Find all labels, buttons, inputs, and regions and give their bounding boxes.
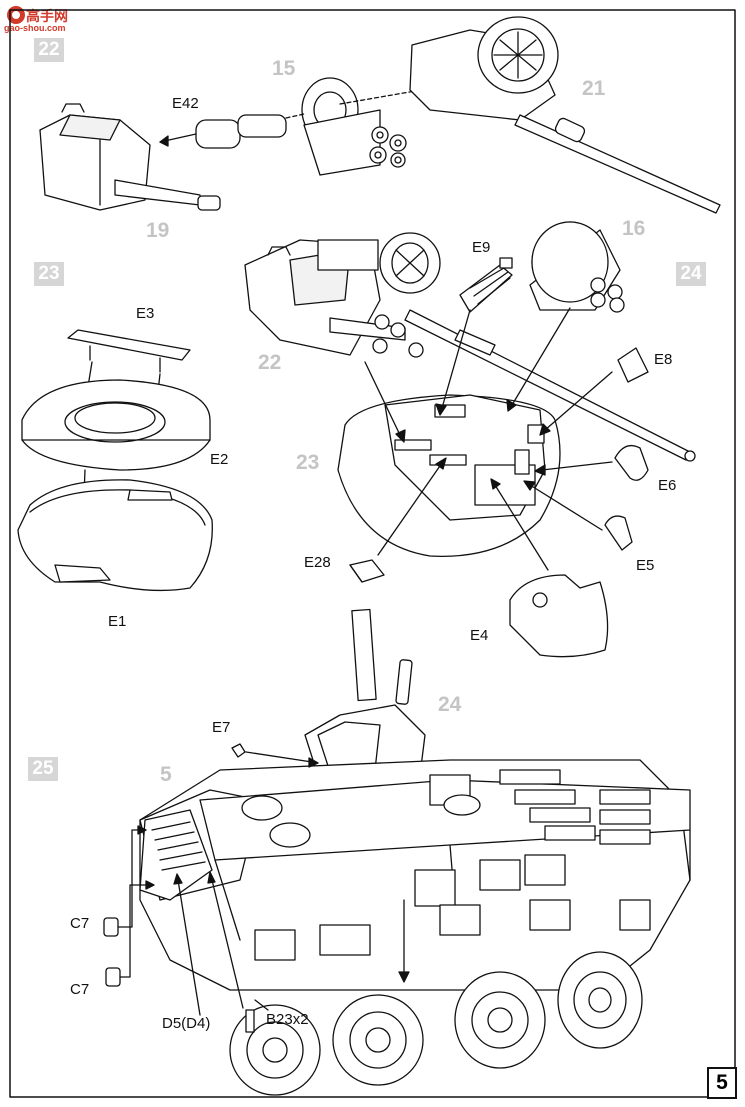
watermark-title: 高手网 xyxy=(26,8,68,24)
label-e5: E5 xyxy=(636,557,655,574)
label-d5-d4: D5(D4) xyxy=(162,1015,211,1032)
sight-e9 xyxy=(459,257,513,313)
step-number-25: 25 xyxy=(28,757,58,781)
turret-21 xyxy=(409,16,721,214)
label-e42: E42 xyxy=(172,95,199,112)
label-e9: E9 xyxy=(472,239,491,256)
part-e5 xyxy=(604,515,633,551)
part-c7-upper xyxy=(103,825,147,937)
step-number-23: 23 xyxy=(34,262,64,286)
ref-15: 15 xyxy=(272,57,296,80)
mantlet-15 xyxy=(301,77,407,176)
label-e8: E8 xyxy=(654,351,673,368)
ref-5: 5 xyxy=(160,763,172,786)
ref-24: 24 xyxy=(438,693,462,716)
ref-19: 19 xyxy=(146,219,170,242)
page-number: 5 xyxy=(707,1067,737,1099)
step-number-24: 24 xyxy=(676,262,706,286)
ref-22: 22 xyxy=(258,351,282,374)
part-e28 xyxy=(349,559,385,583)
part-e4 xyxy=(509,574,609,658)
barrel-e42 xyxy=(159,114,287,149)
part-e7 xyxy=(231,743,246,758)
turret-ring-e2 xyxy=(21,379,211,471)
label-e7: E7 xyxy=(212,719,231,736)
label-e3: E3 xyxy=(136,305,155,322)
ref-23: 23 xyxy=(296,451,320,474)
page-border xyxy=(9,9,736,1098)
mantlet-16 xyxy=(529,221,625,313)
ref-21: 21 xyxy=(582,77,606,100)
watermark-url: gao-shou.com xyxy=(4,23,66,33)
label-e2: E2 xyxy=(210,451,229,468)
hull-vehicle xyxy=(139,608,691,1096)
label-c7-upper: C7 xyxy=(70,915,90,932)
turret-hull-23 xyxy=(337,394,561,558)
step-number-22: 22 xyxy=(34,38,64,62)
part-c7-lower xyxy=(105,880,155,987)
label-e4: E4 xyxy=(470,627,489,644)
turret-assembly-22 xyxy=(244,232,696,462)
hatch-e3 xyxy=(67,329,191,373)
label-e28: E28 xyxy=(304,554,331,571)
label-b23x2: B23x2 xyxy=(266,1011,309,1028)
ref-16: 16 xyxy=(622,217,646,240)
label-e1: E1 xyxy=(108,613,127,630)
turret-base-e1 xyxy=(17,479,213,592)
part-e6 xyxy=(614,444,649,481)
label-e6: E6 xyxy=(658,477,677,494)
label-c7-lower: C7 xyxy=(70,981,90,998)
part-e8 xyxy=(617,347,649,383)
turret-front-19 xyxy=(39,103,221,211)
